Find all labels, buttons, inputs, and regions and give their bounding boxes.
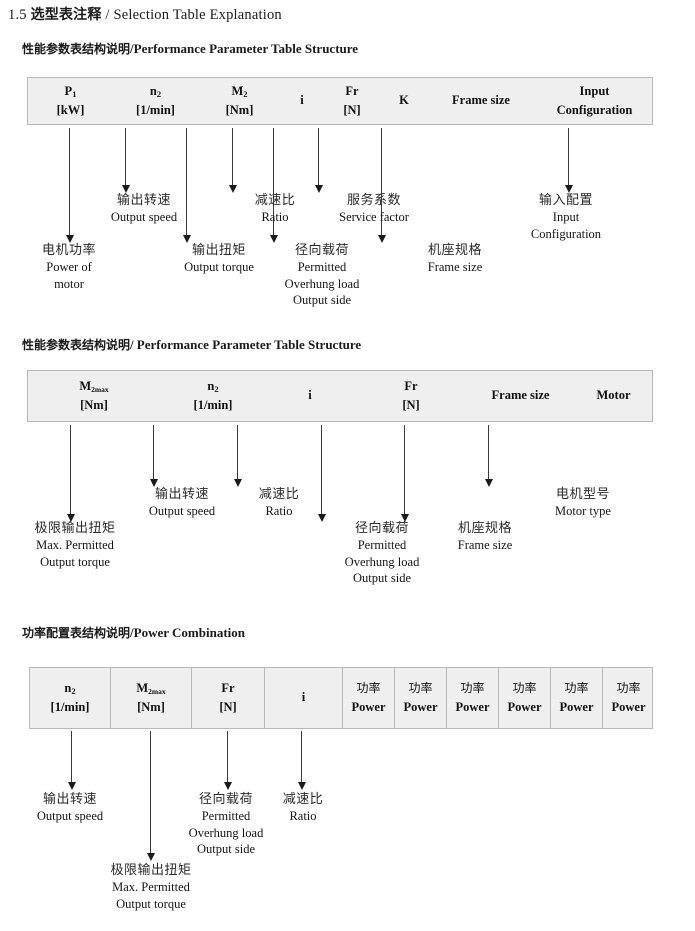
table-header-cell-input-configuration: Input Configuration	[556, 83, 633, 117]
annotation-output-speed: 输出转速 Output speed	[110, 193, 178, 225]
page-title: 1.5 选型表注释 / Selection Table Explanation	[8, 4, 282, 24]
table-header-cell-n2: n2 [1/min]	[136, 83, 175, 117]
annotation-frame-size-2: 机座规格 Frame size	[457, 521, 513, 553]
section-heading-en: Performance Parameter Table Structure	[133, 41, 359, 56]
table3-header-cell-m2max: M2max [Nm]	[111, 668, 192, 728]
arrow-overhung-load	[269, 128, 278, 243]
section-heading-sep-3: /	[130, 625, 134, 640]
arrow-frame-size	[377, 128, 386, 243]
arrow-ratio-2	[233, 425, 242, 487]
title-separator: /	[105, 7, 110, 23]
table-header-cell-k: K	[399, 93, 409, 108]
table-header-cell-p1: P1 [kW]	[56, 83, 85, 117]
annotation-ratio-3: 减速比 Ratio	[282, 792, 324, 824]
table3-header-cell-power-6: 功率 Power	[611, 681, 646, 714]
annotation-max-permitted-output-torque: 极限输出扭矩 Max. Permitted Output torque	[34, 521, 116, 569]
annotation-output-speed-3: 输出转速 Output speed	[36, 792, 104, 824]
arrow-output-speed-3	[67, 731, 76, 790]
section-heading-performance-2: 性能参数表结构说明/ Performance Parameter Table S…	[22, 336, 361, 353]
arrow-service-factor	[314, 128, 323, 193]
table2-header-cell-n2: n2 [1/min]	[193, 378, 233, 412]
annotation-output-torque: 输出扭矩 Output torque	[184, 243, 254, 275]
section-heading-sep: /	[130, 41, 134, 56]
arrow-ratio-3	[297, 731, 306, 790]
section-number: 1.5	[8, 7, 27, 23]
section-heading-performance-1: 性能参数表结构说明/Performance Parameter Table St…	[22, 40, 358, 57]
table-header-cell-frame-size: Frame size	[452, 93, 510, 108]
annotation-max-permitted-output-torque-3: 极限输出扭矩 Max. Permitted Output torque	[110, 863, 192, 911]
table2-header-cell-i: i	[308, 388, 312, 403]
table-header-cell-i: i	[300, 93, 304, 108]
arrow-max-permitted-output-torque	[66, 425, 75, 522]
table2-header-cell-motor: Motor	[596, 388, 631, 403]
table2-header-cell-frame-size: Frame size	[491, 388, 550, 403]
annotation-overhung-load-2: 径向载荷 Permitted Overhung load Output side	[344, 521, 420, 586]
section-heading-power-combination: 功率配置表结构说明/Power Combination	[22, 624, 245, 641]
table3-header-cell-n2: n2 [1/min]	[30, 668, 111, 728]
arrow-overhung-load-3	[223, 731, 232, 790]
annotation-power-of-motor: 电机功率 Power of motor	[41, 243, 97, 291]
annotation-ratio-2: 减速比 Ratio	[258, 487, 300, 519]
annotation-overhung-load-3: 径向载荷 Permitted Overhung load Output side	[188, 792, 264, 857]
annotation-frame-size: 机座规格 Frame size	[427, 243, 483, 275]
section-heading-cn-3: 功率配置表结构说明	[22, 626, 131, 640]
arrow-power-of-motor	[65, 128, 74, 243]
table3-header-cell-power-1: 功率 Power	[343, 668, 395, 728]
section-heading-cn-2: 性能参数表结构说明	[22, 338, 131, 352]
page-title-cn: 选型表注释	[30, 7, 102, 23]
table3-header-cell-fr: Fr [N]	[192, 668, 265, 728]
section-heading-sep-2: /	[130, 337, 134, 352]
arrow-output-speed-2	[149, 425, 158, 487]
table-header-cell-m2: M2 [Nm]	[225, 83, 254, 117]
performance-table-2: M2max [Nm] n2 [1/min] i Fr [N] Frame siz…	[27, 370, 653, 422]
table2-header-cell-fr: Fr [N]	[402, 378, 420, 412]
page-title-en: Selection Table Explanation	[113, 7, 282, 23]
section-heading-cn: 性能参数表结构说明	[22, 42, 131, 56]
annotation-service-factor: 服务系数 Service factor	[339, 193, 409, 225]
arrow-frame-size-2	[400, 425, 409, 522]
annotation-motor-type: 电机型号 Motor type	[555, 487, 611, 519]
table3-header-cell-power-2: 功率 Power	[395, 668, 447, 728]
table3-header-cell-power-3: 功率 Power	[447, 668, 499, 728]
annotation-ratio: 减速比 Ratio	[254, 193, 296, 225]
section-heading-en-2: Performance Parameter Table Structure	[136, 337, 362, 352]
table3-header-cell-power-5: 功率 Power	[551, 668, 603, 728]
annotation-input-configuration: 输入配置 Input Configuration	[530, 193, 602, 241]
annotation-output-speed-2: 输出转速 Output speed	[148, 487, 216, 519]
arrow-overhung-load-2	[317, 425, 326, 522]
table2-header-cell-m2max: M2max [Nm]	[79, 378, 109, 412]
annotation-overhung-load: 径向载荷 Permitted Overhung load Output side	[284, 243, 360, 308]
arrow-motor-type	[484, 425, 493, 487]
section-heading-en-3: Power Combination	[133, 625, 245, 640]
arrow-output-speed	[121, 128, 130, 193]
arrow-max-permitted-output-torque-3	[146, 731, 155, 861]
power-combination-table: n2 [1/min] M2max [Nm] Fr [N] i 功率 Power …	[29, 667, 653, 729]
performance-table-1: P1 [kW] n2 [1/min] M2 [Nm] i Fr [N] K Fr…	[27, 77, 653, 125]
arrow-ratio	[228, 128, 237, 193]
table3-header-cell-power-4: 功率 Power	[499, 668, 551, 728]
table3-header-cell-i: i	[265, 668, 343, 728]
arrow-output-torque	[182, 128, 191, 243]
table-header-cell-fr: Fr [N]	[343, 83, 361, 117]
arrow-input-configuration	[564, 128, 573, 193]
